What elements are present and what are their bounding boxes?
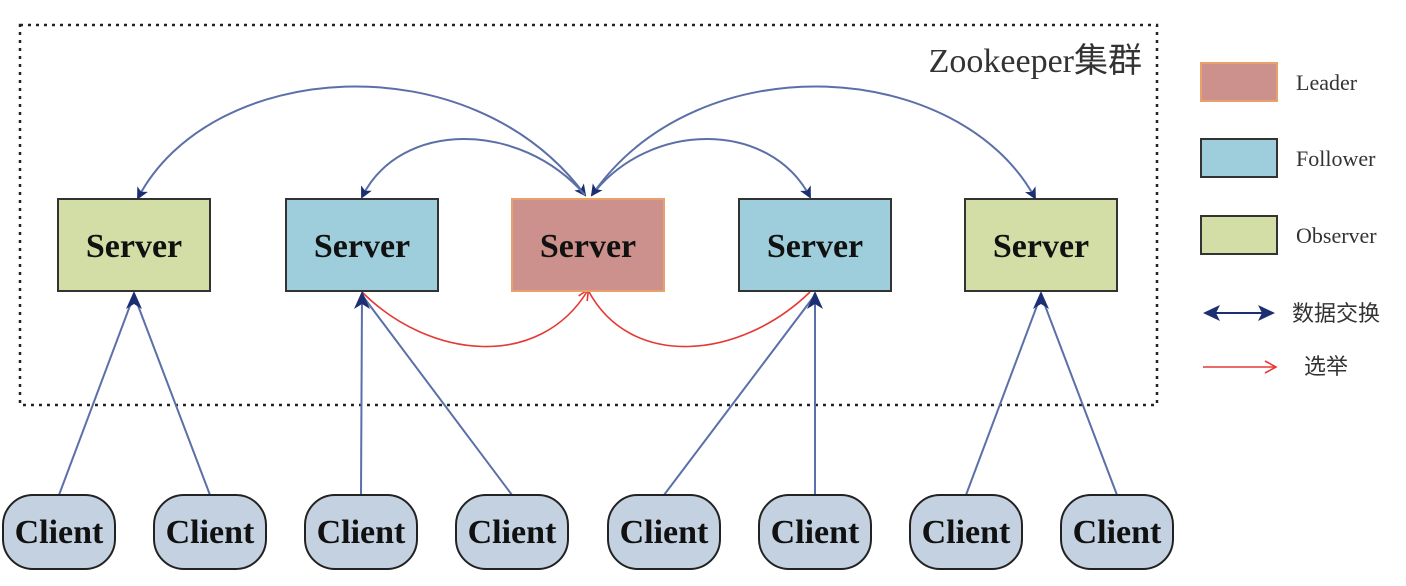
client-8 [1060,494,1174,570]
client-7 [909,494,1023,570]
server-1-client-arrowhead [126,291,142,309]
client-4-label: Client [468,514,557,551]
arc-observer-2-to-leader [590,183,603,197]
legend-observer-swatch [1200,215,1278,255]
legend-election-label: 选举 [1304,354,1348,379]
legend-data-exchange-label: 数据交换 [1292,301,1380,326]
election-arc-right [587,289,811,348]
legend-data-exchange-head-left [1203,305,1220,321]
client-2 [153,494,267,570]
client-link-4 [361,294,513,496]
server-2-label: Server [314,228,410,265]
legend-follower-label: Follower [1296,146,1376,171]
client-link-7 [965,294,1042,496]
election-arcs [361,289,811,348]
client-links [58,291,1118,496]
client-link-3 [360,294,363,496]
legend-election-head [1264,360,1278,374]
arc-leader-to-observer-1 [137,85,586,200]
server-2-client-arrowhead [354,291,370,309]
legend-data-exchange-head-right [1258,305,1275,321]
server-4-label: Server [767,228,863,265]
client-3 [304,494,418,570]
server-nodes: Server Server Server Server Server [57,198,1118,292]
server-2-follower [285,198,439,292]
server-5-client-arrowhead [1033,291,1049,309]
client-6 [758,494,872,570]
client-link-8 [1040,294,1118,496]
legend-observer-label: Observer [1296,223,1377,248]
client-1-label: Client [15,514,104,551]
client-link-2 [133,294,211,496]
legend-leader-label: Leader [1296,70,1358,95]
election-arc-left [361,290,588,348]
cluster-boundary [18,23,1159,407]
legend: Leader Follower Observer 数据交换 选举 [1200,62,1380,379]
legend-follower-swatch [1200,138,1278,178]
client-link-1 [58,294,135,496]
arc-leader-to-follower-1 [361,138,586,199]
server-3-leader [511,198,665,292]
arc-leader-to-observer-2 [591,85,1036,200]
client-5 [607,494,721,570]
client-3-label: Client [317,514,406,551]
server-3-label: Server [540,228,636,265]
client-4 [455,494,569,570]
server-5-label: Server [993,228,1089,265]
server-4-follower [738,198,892,292]
client-7-label: Client [922,514,1011,551]
client-nodes: Client Client Client Client Client Client Clie… [2,494,1174,570]
legend-leader-swatch [1200,62,1278,102]
server-1-label: Server [86,228,182,265]
cluster-title: Zookeeper集群 [929,42,1142,80]
server-1-observer [57,198,211,292]
client-8-label: Client [1073,514,1162,551]
client-5-label: Client [620,514,709,551]
server-5-observer [964,198,1118,292]
arc-leader-to-follower-2 [591,138,811,199]
client-1 [2,494,116,570]
arc-observer-1-to-leader [574,183,587,197]
data-exchange-arcs [137,85,1036,200]
client-2-label: Client [166,514,255,551]
client-link-5 [663,294,816,496]
client-6-label: Client [771,514,860,551]
server-4-client-arrowhead [807,291,823,309]
